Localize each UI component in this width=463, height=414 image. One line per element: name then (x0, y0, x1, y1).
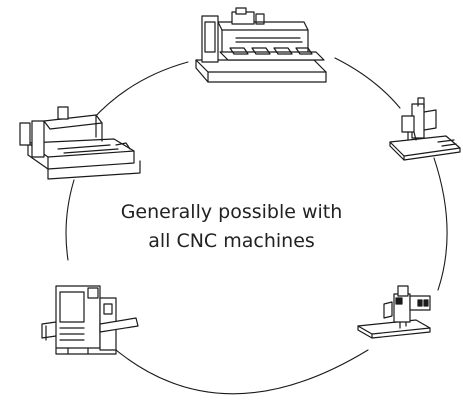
caption-line-2: all CNC machines (148, 230, 315, 252)
vertical-panel-machining-center-icon (41, 285, 139, 355)
tabletop-mill-icon (389, 97, 461, 161)
caption-line-1: Generally possible with (120, 201, 343, 223)
arc-top-left (91, 61, 189, 121)
arc-bottom (109, 344, 369, 395)
processing-center-with-table-icon (357, 285, 431, 339)
compact-router-icon (19, 106, 141, 180)
gantry-machining-center-icon (195, 7, 327, 83)
arc-right (433, 157, 448, 291)
arc-top-right (334, 57, 401, 109)
connecting-circle (65, 57, 448, 395)
center-caption: Generally possible with all CNC machines (0, 198, 463, 256)
arc-left (65, 179, 75, 261)
